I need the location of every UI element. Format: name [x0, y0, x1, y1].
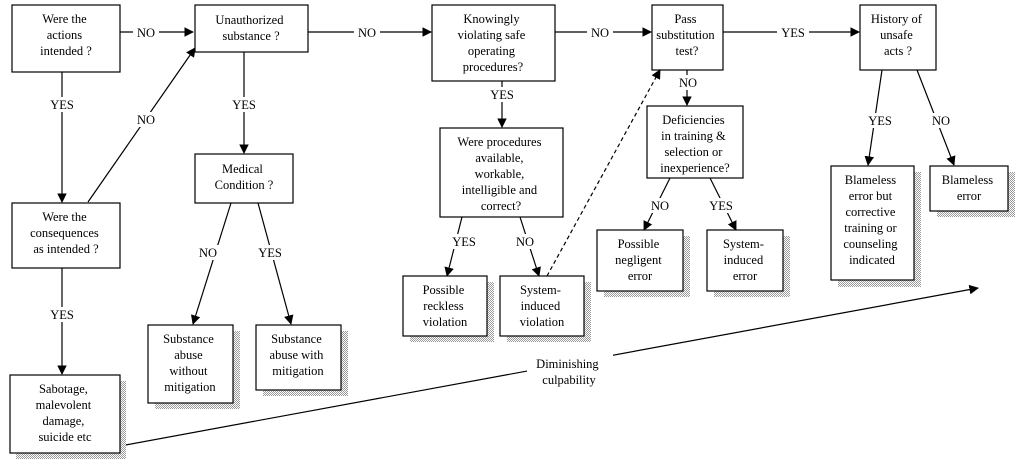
caption-line-2: culpability [542, 373, 596, 387]
boxes [9, 4, 1009, 454]
edge-label-no: NO [358, 26, 376, 40]
edge-label-yes: YES [781, 26, 805, 40]
culpability-caption: Diminishing culpability [527, 354, 613, 390]
box-labels: Were the actions intended ? Unauthorized… [30, 12, 997, 444]
box-consequences-intended [11, 202, 121, 269]
label-substitution-test: Pass substitution test? [656, 12, 717, 58]
edge-label-yes: YES [452, 235, 476, 249]
label-system-induced-error: System- induced error [723, 237, 767, 283]
label-knowingly-violating: Knowingly violating safe operating proce… [458, 12, 529, 74]
label-history-unsafe-acts: History of unsafe acts ? [871, 12, 925, 58]
edge-label-no: NO [516, 235, 534, 249]
label-consequences-intended: Were the consequences as intended ? [30, 210, 102, 256]
box-abuse-with-mitigation [255, 324, 342, 391]
label-blameless-corrective: Blameless error but corrective training … [843, 173, 900, 267]
box-medical-condition [194, 153, 294, 204]
edge-label-no: NO [137, 113, 155, 127]
edge-label-no: NO [651, 199, 669, 213]
box-procedures-available [439, 127, 564, 218]
edge-medical-to-abuse-without [191, 202, 232, 325]
edge-label-no: NO [137, 26, 155, 40]
edge-label-yes: YES [50, 308, 74, 322]
label-sabotage: Sabotage, malevolent damage, suicide etc [36, 382, 95, 444]
label-abuse-without-mitigation: Substance abuse without mitigation [163, 332, 217, 394]
svg-text:Diminishing culpability: Diminishing culpability [536, 357, 602, 387]
edge-label-yes: YES [490, 88, 514, 102]
box-possible-reckless [402, 275, 488, 337]
edge-label-yes: YES [868, 114, 892, 128]
edge-label-yes: YES [258, 246, 282, 260]
box-actions-intended [11, 4, 121, 73]
edge-label-no: NO [932, 114, 950, 128]
label-abuse-with-mitigation: Substance abuse with mitigation [270, 332, 327, 378]
caption-line-1: Diminishing [536, 357, 599, 371]
box-substitution-test [651, 4, 724, 71]
box-possible-negligent [596, 229, 684, 292]
label-unauthorized-substance: Unauthorized substance ? [215, 13, 286, 43]
edge-labels: NO NO NO YES YES NO YES YES NO YES YES Y… [46, 25, 954, 322]
box-deficiencies-training [646, 105, 744, 179]
label-system-induced-violation: System- induced violation [520, 283, 565, 329]
edge-label-yes: YES [709, 199, 733, 213]
edge-label-no: NO [591, 26, 609, 40]
edge-label-no: NO [679, 76, 697, 90]
box-sabotage [9, 374, 121, 454]
label-possible-reckless: Possible reckless violation [423, 283, 468, 329]
box-history-unsafe-acts [859, 4, 937, 71]
box-blameless-corrective [830, 165, 915, 281]
label-medical-condition: Medical Condition ? [215, 162, 274, 192]
label-possible-negligent: Possible negligent error [615, 237, 665, 283]
box-system-induced-error [706, 229, 784, 292]
label-actions-intended: Were the actions intended ? [40, 12, 92, 58]
box-unauthorized-substance [194, 4, 309, 53]
edge-medical-to-abuse-with [257, 202, 294, 325]
label-procedures-available: Were procedures available, workable, int… [457, 135, 544, 213]
edge-label-yes: YES [50, 98, 74, 112]
label-blameless-error: Blameless error [942, 173, 997, 203]
edge-label-yes: YES [232, 98, 256, 112]
box-blameless-error [929, 165, 1009, 212]
label-deficiencies-training: Deficiencies in training & selection or … [660, 113, 730, 175]
box-system-induced-violation [499, 275, 585, 337]
box-abuse-without-mitigation [147, 324, 234, 404]
edge-label-no: NO [199, 246, 217, 260]
box-knowingly-violating [431, 4, 556, 82]
